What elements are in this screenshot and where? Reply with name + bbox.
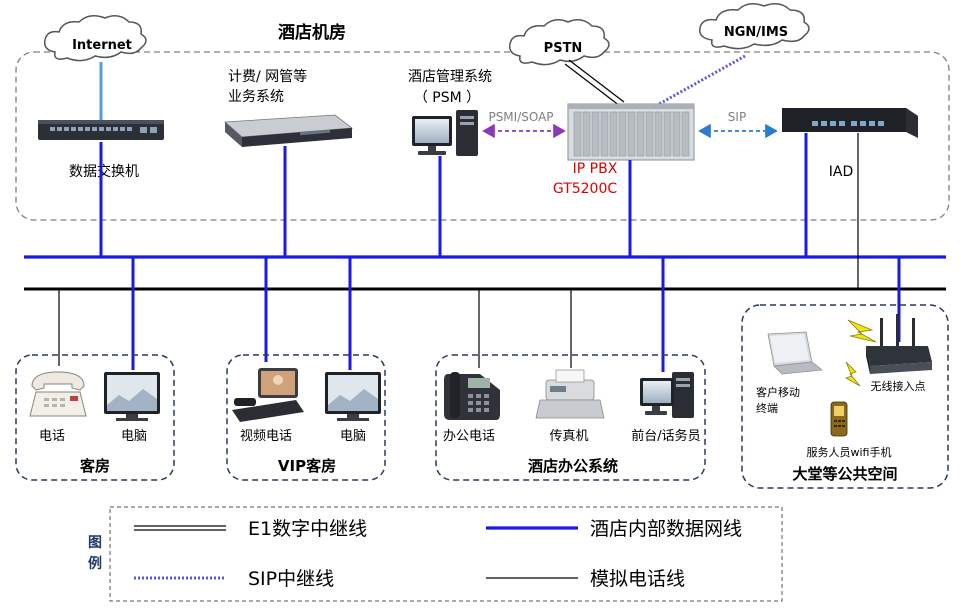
psm-label-line2: （ PSM ） <box>414 90 480 106</box>
internet-cloud-icon <box>43 15 147 62</box>
iad-label: IAD <box>829 164 854 180</box>
psm-label-line1: 酒店管理系统 <box>408 69 492 85</box>
video-phone-icon <box>232 368 304 422</box>
office-title: 酒店办公系统 <box>528 457 618 475</box>
internet-label: Internet <box>72 38 132 53</box>
data-switch-icon <box>38 120 164 140</box>
billing-label-line2: 业务系统 <box>228 89 284 105</box>
ip-pbx-chassis-icon <box>567 103 695 161</box>
office-phone-icon <box>444 372 500 420</box>
sip-label: SIP <box>728 110 746 124</box>
ip-pbx-label-line2: GT5200C <box>553 181 618 197</box>
legend-analog-label: 模拟电话线 <box>590 568 685 590</box>
guest-phone-label: 电话 <box>39 429 65 444</box>
front-desk-label: 前台/话务员 <box>631 428 700 444</box>
wireless-ap-icon <box>866 314 932 374</box>
lobby-frame <box>741 304 949 489</box>
legend-frame <box>109 506 783 602</box>
pstn-label: PSTN <box>544 41 583 56</box>
server-room-title: 酒店机房 <box>278 22 346 43</box>
guest-pc-label: 电脑 <box>121 429 147 444</box>
legend-sip-label: SIP中继线 <box>248 568 334 590</box>
mobile-terminal-label-line1: 客户移动 <box>756 385 800 399</box>
pstn-e1-trunk <box>564 59 625 107</box>
guest-pc-icon <box>104 372 160 421</box>
mobile-terminal-label-line2: 终端 <box>756 401 778 415</box>
legend-e1-label: E1数字中继线 <box>248 518 367 540</box>
wireless-ap-label: 无线接入点 <box>871 379 926 393</box>
pstn-cloud-icon <box>508 19 610 66</box>
legend-title-line2: 例 <box>88 555 102 572</box>
billing-label-line1: 计费/ 网管等 <box>228 68 307 85</box>
legend-title-line1: 图 <box>88 535 102 551</box>
wifi-phone-icon <box>830 401 848 437</box>
vip-pc-icon <box>325 372 381 421</box>
iad-device-icon <box>782 108 918 138</box>
ngn-ims-cloud-icon <box>699 3 810 50</box>
legend-data-label: 酒店内部数据网线 <box>590 518 742 540</box>
guest-room-frame <box>15 354 175 481</box>
vip-room-title: VIP客房 <box>278 457 336 475</box>
legend-e1-swatch <box>134 525 226 531</box>
ngn-sip-trunk <box>651 54 746 110</box>
switch-label: 数据交换机 <box>69 163 139 180</box>
psm-computer-icon <box>412 110 478 156</box>
fax-icon <box>535 369 605 419</box>
fax-label: 传真机 <box>549 429 588 444</box>
phone-icon <box>29 371 87 417</box>
vip-room-frame <box>226 354 386 481</box>
server-room-data-drops <box>99 133 808 257</box>
ngn-ims-label: NGN/IMS <box>724 25 788 40</box>
video-phone-label: 视频电话 <box>240 429 292 444</box>
ip-pbx-label-line1: IP PBX <box>573 161 618 177</box>
server-room-frame <box>15 51 950 221</box>
group-analog-drops <box>58 289 572 368</box>
psmi-soap-label: PSMI/SOAP <box>488 110 553 124</box>
vip-pc-label: 电脑 <box>340 429 366 444</box>
guest-room-title: 客房 <box>79 457 110 475</box>
front-desk-pc-icon <box>640 372 694 418</box>
group-data-drops <box>131 257 901 372</box>
wireless-signal-icon <box>845 319 877 387</box>
billing-server-icon <box>224 114 354 147</box>
office-phone-label: 办公电话 <box>443 429 495 444</box>
wifi-phone-label: 服务人员wifi手机 <box>807 445 892 459</box>
lobby-title: 大堂等公共空间 <box>792 465 897 483</box>
laptop-icon <box>767 331 824 375</box>
